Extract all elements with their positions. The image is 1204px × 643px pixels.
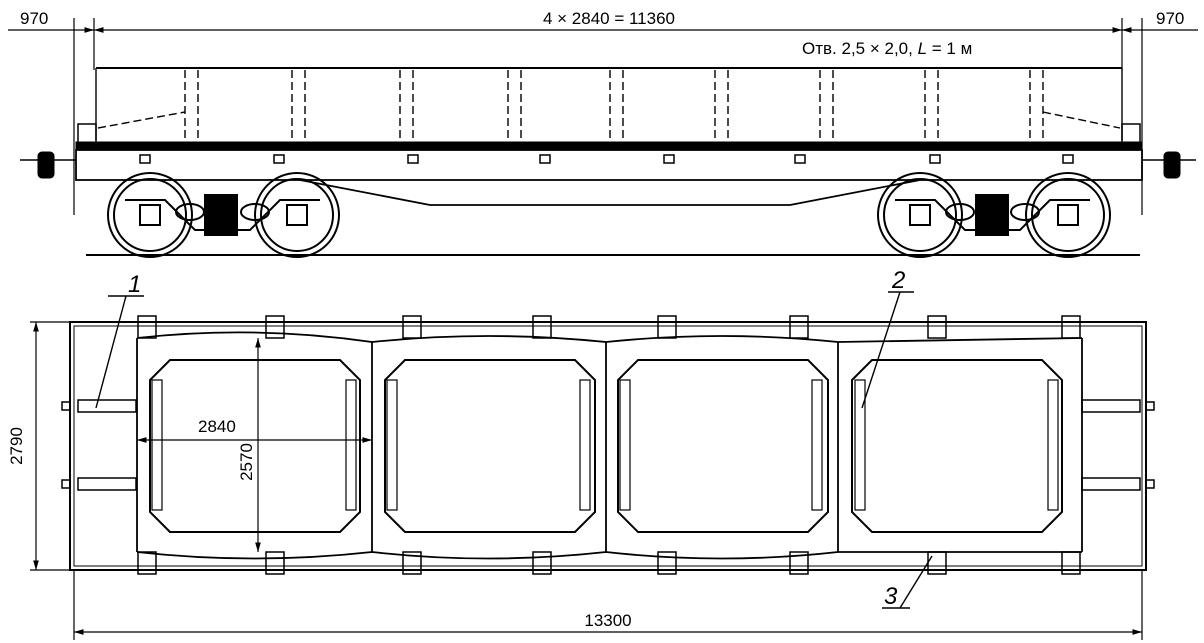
- opening-note-suffix: = 1 м: [927, 39, 972, 58]
- stake-pockets: [137, 315, 1081, 575]
- overall-length-dimension: [73, 570, 1143, 640]
- deck-brackets: [139, 154, 1074, 164]
- callout-2: 2: [891, 267, 905, 294]
- opening-note-italic: L: [918, 39, 927, 58]
- overall-width-label: 2790: [7, 427, 26, 465]
- plan-view: [30, 291, 1155, 640]
- interior-dimensions: [137, 338, 372, 552]
- overall-length-label: 13300: [584, 611, 631, 630]
- end-beams: [61, 399, 1155, 491]
- bay-width-label: 2570: [237, 443, 256, 481]
- opening-note: Отв. 2,5 × 2,0, L = 1 м: [802, 39, 972, 58]
- top-dimension: [8, 18, 1198, 215]
- opening-rails: [151, 379, 1059, 511]
- bay-outlines: [136, 331, 1083, 560]
- side-view: [8, 18, 1198, 258]
- bay-length-label: 2840: [198, 417, 236, 436]
- callout-3: 3: [884, 583, 898, 610]
- span-total-label: 4 × 2840 = 11360: [543, 9, 675, 28]
- callout-1: 1: [128, 271, 141, 298]
- callout-leaders: [95, 291, 933, 609]
- left-overhang-label: 970: [20, 9, 48, 28]
- bay-openings: [149, 359, 1063, 533]
- car-frame: [20, 123, 1196, 206]
- left-bogie: [107, 172, 340, 258]
- side-stakes: [95, 67, 1123, 140]
- right-overhang-label: 970: [1156, 9, 1184, 28]
- opening-note-prefix: Отв. 2,5 × 2,0,: [802, 39, 918, 58]
- overall-width-dimension: [30, 321, 70, 571]
- right-bogie: [877, 172, 1111, 258]
